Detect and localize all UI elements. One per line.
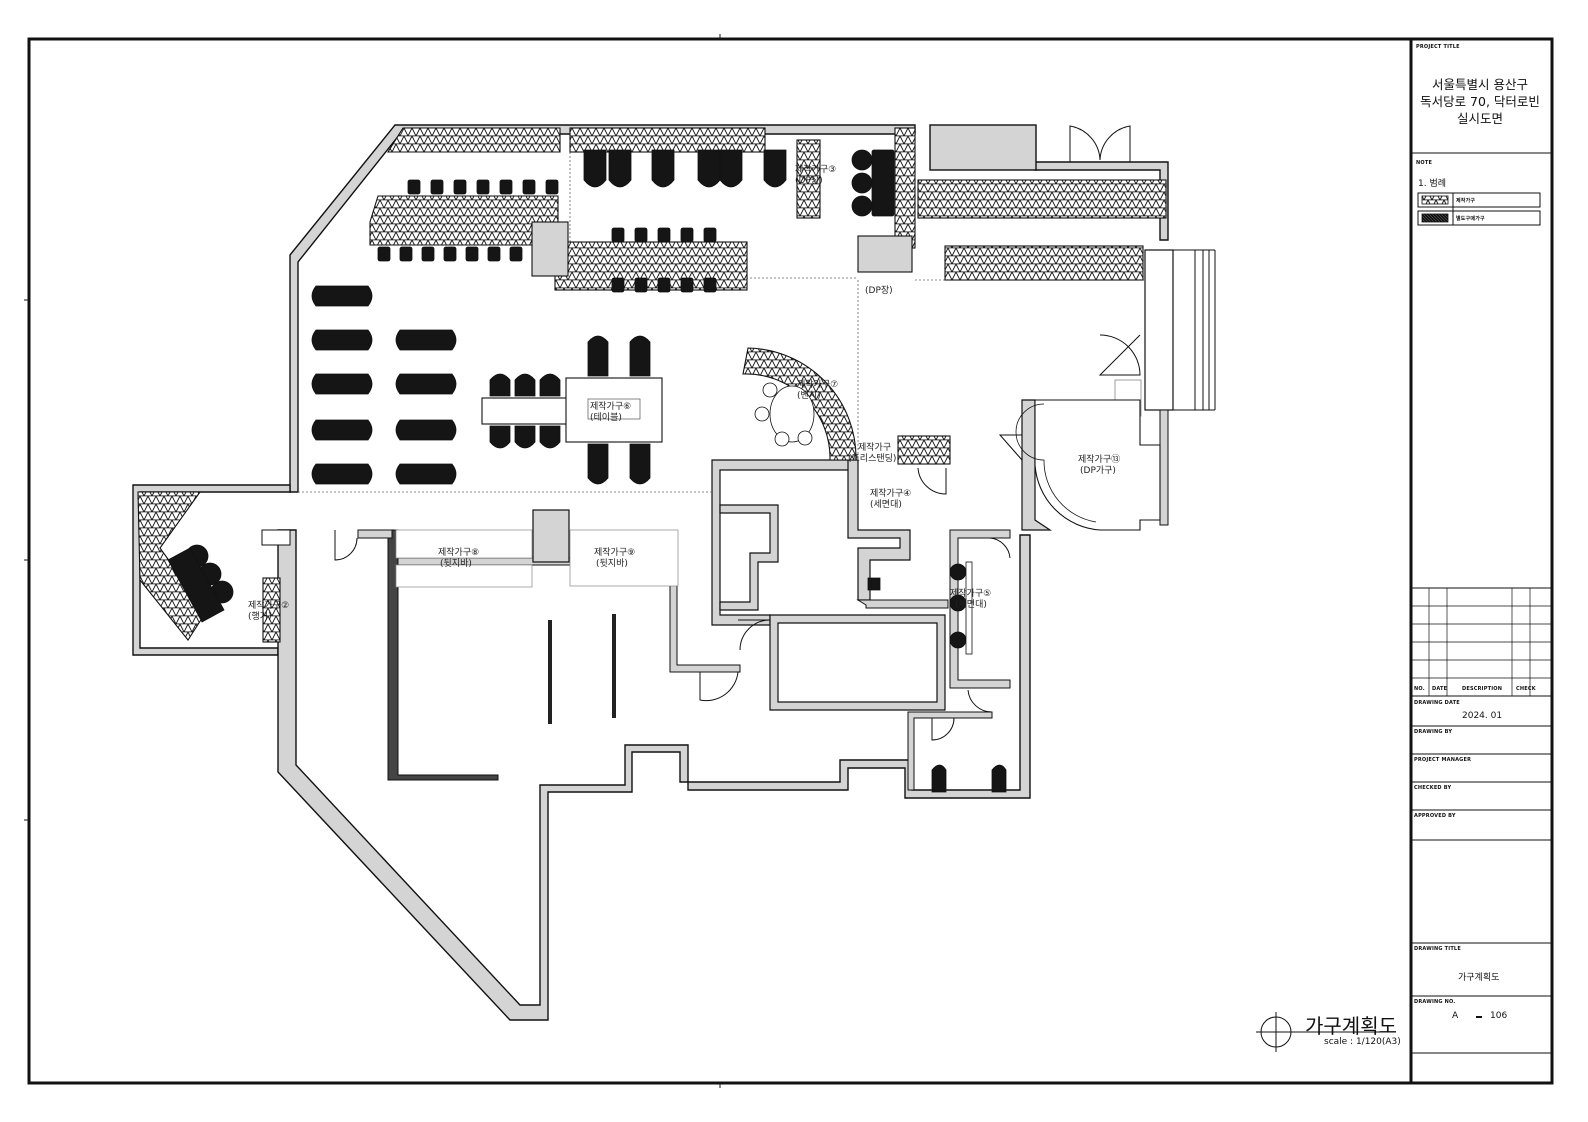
rev-head-date: DATE <box>1432 686 1448 692</box>
checked-by-head: CHECKED BY <box>1414 785 1452 791</box>
legend-title: 1. 범례 <box>1418 179 1447 189</box>
label-bench-sub: (벤치) <box>797 389 821 401</box>
title-block-grid <box>1411 152 1552 1054</box>
project-manager-head: PROJECT MANAGER <box>1414 757 1472 763</box>
dp-furniture-curve <box>1015 399 1161 531</box>
label-pos: 제작가구 <box>858 442 891 453</box>
label-bar-2-sub: (뒷지바) <box>596 557 628 569</box>
sheet-border <box>27 37 1554 1085</box>
project-title-line-2: 독서당로 70, 닥터로빈 <box>1420 94 1540 109</box>
label-table: 제작가구⑥ <box>590 401 631 412</box>
project-title-head: PROJECT TITLE <box>1416 44 1460 50</box>
rev-head-description: DESCRIPTION <box>1462 686 1503 692</box>
drawing-date-head: DRAWING DATE <box>1414 700 1460 706</box>
legend-custom-label: 제작가구 <box>1456 198 1476 204</box>
approved-by-head: APPROVED BY <box>1414 813 1456 819</box>
project-title: 서울특별시 용산구 독서당로 70, 닥터로빈 실시도면 <box>1405 76 1555 127</box>
label-dp: 제작가구③ <box>795 164 836 175</box>
section-symbol-icon <box>1256 1012 1396 1052</box>
purchased-furniture <box>167 149 1007 793</box>
drawing-no: 106 <box>1490 1011 1508 1021</box>
label-dp-sub: (DP장) <box>795 175 823 186</box>
label-bar-1-sub: (뒷지바) <box>440 557 472 569</box>
label-pos-sub: (프리스탠딩) <box>848 453 896 464</box>
legend-purchased-label: 별도구매가구 <box>1456 216 1485 222</box>
project-title-line-3: 실시도면 <box>1456 111 1503 126</box>
legend-swatch-solid <box>1421 213 1449 223</box>
notes-head: NOTE <box>1416 160 1433 166</box>
label-dp-furniture-sub: (DP가구) <box>1080 465 1116 476</box>
rev-head-no: NO. <box>1414 686 1425 692</box>
label-dp-furniture: 제작가구⑬ <box>1078 454 1120 465</box>
custom-furniture <box>137 127 1167 643</box>
rev-head-check: CHECK <box>1516 686 1536 692</box>
legend-swatch-hatch <box>1421 195 1449 205</box>
label-dpjang: (DP장) <box>865 285 893 296</box>
plan-labels: 제작가구⑥ (테이블) 제작가구③ (DP장) (DP장) 제작가구⑦ (벤치)… <box>248 164 1120 622</box>
label-washer-sub: (세면대) <box>955 599 987 610</box>
label-sink-sub: (세면대) <box>870 499 902 510</box>
drawing-no-head: DRAWING NO. <box>1414 999 1456 1005</box>
drawing-plan-title: 가구계획도 <box>1305 1014 1397 1038</box>
label-table-sub: (테이블) <box>590 412 622 423</box>
label-bar-2: 제작가구⑨ <box>594 547 635 558</box>
round-table <box>754 382 815 447</box>
drawing-no-prefix: A <box>1452 1011 1459 1021</box>
label-washer: 제작가구⑤ <box>950 588 991 599</box>
drawing-date: 2024. 01 <box>1462 711 1503 721</box>
exterior-walls <box>132 124 1216 1021</box>
label-hanger: 제작가구② <box>248 600 289 611</box>
drawn-by-head: DRAWING BY <box>1414 729 1453 735</box>
sheet-ticks <box>24 34 721 1088</box>
label-hanger-sub: (행거) <box>248 610 272 622</box>
label-bench: 제작가구⑦ <box>797 379 838 390</box>
drawing-scale: scale : 1/120(A3) <box>1324 1037 1401 1047</box>
drawing-title: 가구계획도 <box>1458 973 1500 983</box>
label-sink: 제작가구④ <box>870 488 911 499</box>
drawing-title-head: DRAWING TITLE <box>1414 946 1461 952</box>
project-title-line-1: 서울특별시 용산구 <box>1432 77 1528 92</box>
door-swings <box>334 125 1141 741</box>
label-bar-1: 제작가구⑧ <box>438 547 479 558</box>
tables-and-counters <box>395 221 913 588</box>
